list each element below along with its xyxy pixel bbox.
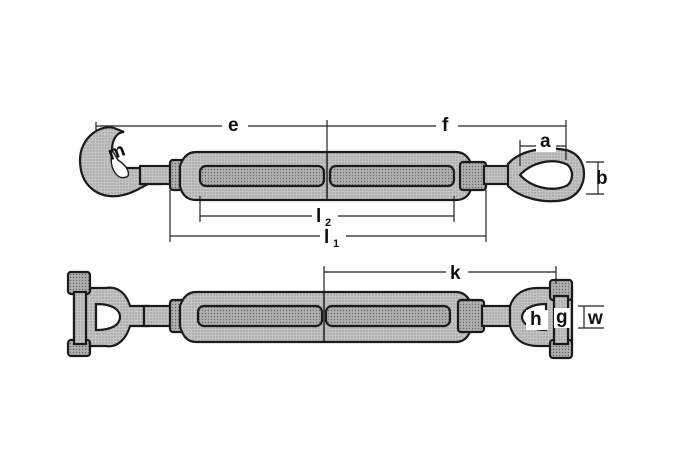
label-bg — [526, 310, 548, 330]
label-bg — [436, 114, 458, 136]
jaw-jaw-turnbuckle: k h g w — [66, 262, 604, 360]
right-slot-2 — [324, 304, 452, 328]
label-l2: l — [316, 206, 321, 227]
label-bg — [554, 308, 570, 328]
left-slot-2 — [196, 304, 324, 328]
eye-shank — [482, 164, 512, 186]
label-bg — [536, 132, 556, 152]
label-bg — [222, 114, 248, 136]
label-bg — [446, 262, 468, 284]
label-bg — [312, 206, 338, 228]
eye-hole — [518, 160, 574, 190]
label-bg — [320, 226, 346, 248]
right-nut — [458, 160, 488, 192]
label-g: g — [556, 307, 568, 328]
left-pin-head — [66, 270, 92, 296]
label-b: b — [596, 168, 608, 189]
hook-shank — [138, 164, 174, 186]
label-l2-subscript: 2 — [325, 217, 331, 229]
label-a: a — [540, 131, 551, 152]
label-h: h — [530, 309, 542, 330]
label-k: k — [450, 263, 461, 284]
hook-inner — [110, 148, 130, 179]
label-w: w — [587, 308, 603, 329]
label-l1: l — [324, 227, 329, 248]
label-l1-subscript: 1 — [333, 238, 339, 250]
right-nut-2 — [456, 298, 486, 334]
left-shank — [142, 304, 174, 328]
label-f: f — [442, 115, 449, 136]
left-pin — [72, 290, 88, 346]
label-e: e — [228, 115, 239, 136]
hook-eye-turnbuckle: e f a b m l 2 l 1 — [78, 114, 608, 250]
left-slot — [198, 164, 326, 188]
left-jaw-gap — [94, 302, 122, 332]
label-m: m — [105, 140, 128, 166]
right-slot — [328, 164, 456, 188]
